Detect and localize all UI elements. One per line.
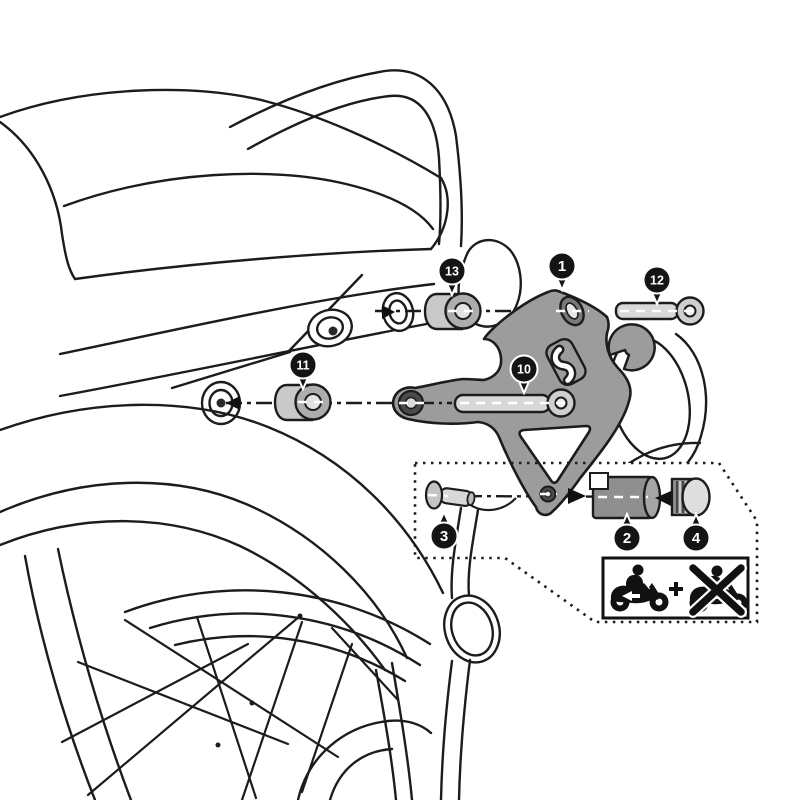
callout-pin-4: 4 [681,511,711,553]
callout-number: 11 [296,359,309,373]
arrow-right-icon [568,488,586,504]
socket-bolt-12 [614,296,705,326]
bracket-bag-hook [607,323,656,372]
plus-icon [669,582,683,596]
bracket-triangle-cutout [518,424,592,485]
motorcycle-with-rider-icon [610,564,669,612]
wheel-spokes [60,614,400,800]
seat-outline [0,88,449,281]
rear-fender [0,403,445,800]
callout-pin-1: 1 [547,251,577,293]
rear-wheel [60,589,433,800]
callout-number: 4 [692,530,701,547]
callout-number: 10 [517,363,531,377]
bracket-keyhole-slot [545,337,587,387]
callout-pin-13: 13 [437,256,467,298]
arrow-left-icon [655,491,671,506]
callout-number: 12 [650,274,664,288]
long-socket-bolt-10 [453,388,576,418]
frame-mount-boss-upper [307,308,353,348]
callout-pin-11: 11 [288,350,318,392]
callout-number: 1 [558,258,566,275]
callout-pin-12: 12 [642,265,672,307]
cross-out-x-icon [687,562,747,618]
fender-stay [374,506,501,800]
callout-number: 13 [445,265,459,279]
end-cap-4 [670,477,711,517]
bushing-spacer-13 [423,292,482,331]
legend-box [601,556,750,620]
axis-white-dashes [298,309,700,499]
callout-pin-3: 3 [429,509,459,551]
spacer-sleeve-2 [589,472,662,520]
grab-rail [228,69,522,328]
callout-pin-2: 2 [612,511,642,553]
callout-pin-10: 10 [509,354,539,396]
arrow-left-icon [226,396,240,410]
bushing-spacer-11 [273,383,332,422]
callout-number: 3 [440,528,448,545]
callout-pins: 1 13 12 11 10 3 2 [288,251,711,553]
subframe-rail [58,273,439,398]
hardware-parts [226,292,711,520]
arrow-right-icon [382,305,395,319]
callout-number: 2 [623,530,631,547]
insertion-arrows [226,305,671,506]
